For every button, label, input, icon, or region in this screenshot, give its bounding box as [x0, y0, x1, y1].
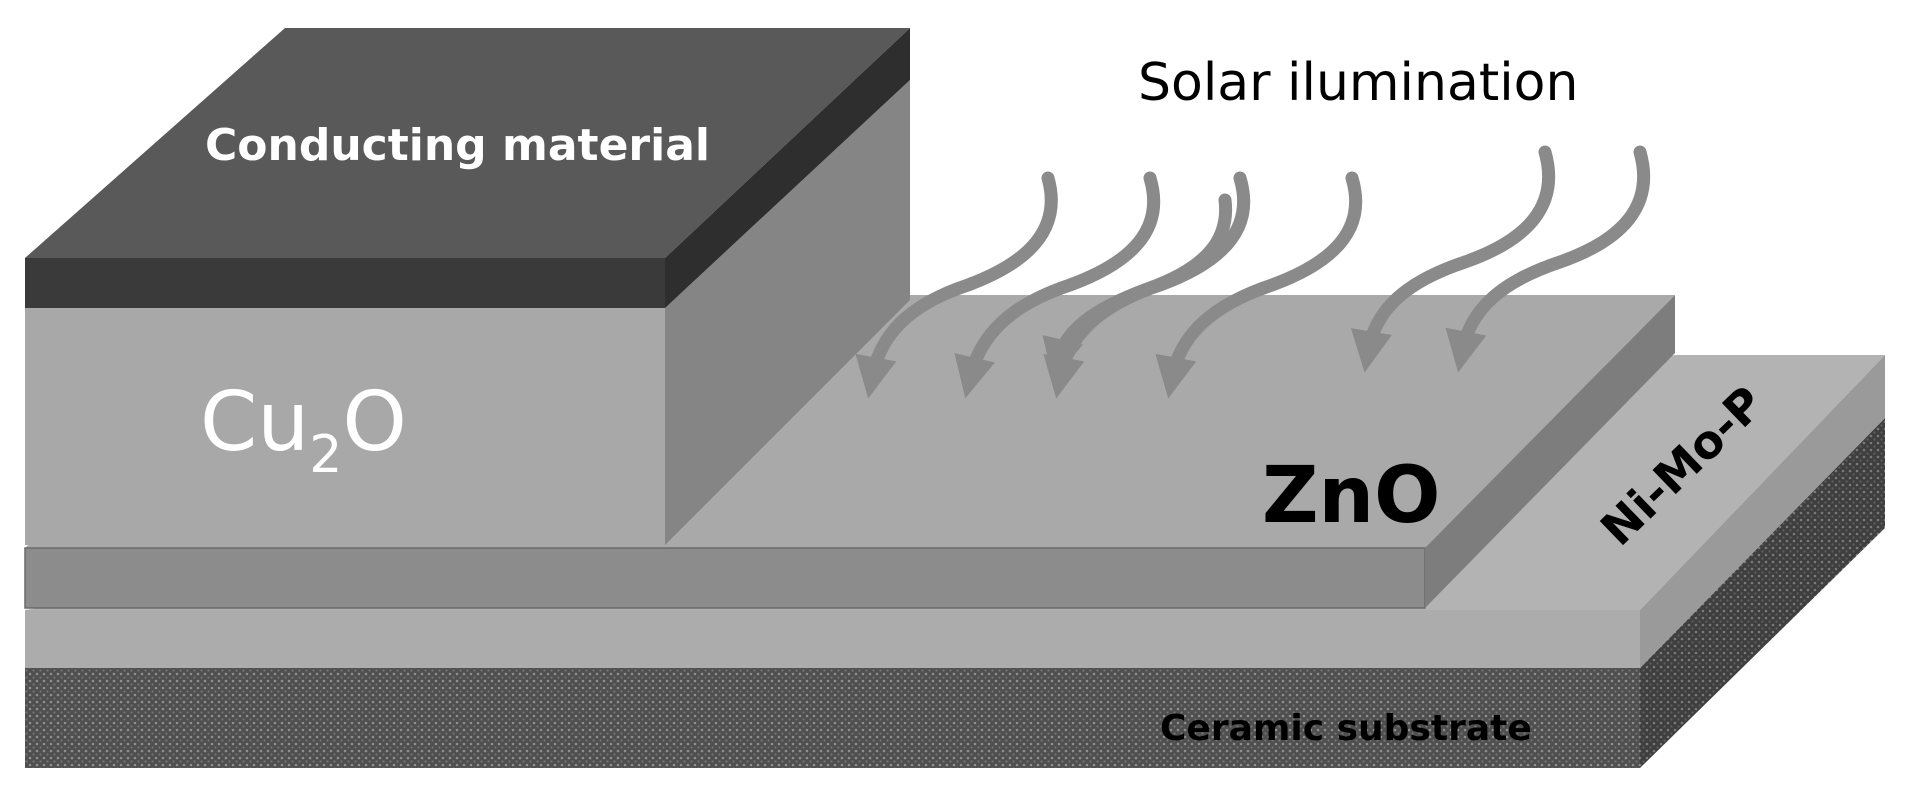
conducting-top-face	[25, 28, 910, 258]
solar-illumination-label: Solar ilumination	[1138, 53, 1578, 113]
cu2o-side-face	[665, 80, 910, 545]
cu2o-label-main: Cu	[200, 375, 309, 470]
solar-arrow-icon	[855, 171, 1058, 399]
conducting-material-label: Conducting material	[205, 120, 710, 171]
solar-arrow-icon	[1155, 171, 1363, 399]
zno-front-face	[24, 547, 1426, 609]
ceramic-substrate-layer	[25, 418, 1885, 768]
nimop-front-face	[25, 610, 1640, 668]
nimop-side-face	[1640, 355, 1885, 668]
ceramic-side-face	[1640, 418, 1885, 768]
cu2o-block	[25, 80, 910, 545]
ceramic-substrate-label: Ceramic substrate	[1160, 708, 1532, 749]
solar-arrow-icon	[1445, 145, 1651, 373]
conducting-material-layer	[25, 28, 910, 308]
cu2o-label-subscript: 2	[309, 425, 342, 485]
solar-arrows-group	[855, 145, 1651, 399]
cu2o-label-tail: O	[342, 375, 407, 470]
zno-label: ZnO	[1262, 451, 1440, 541]
ceramic-front-face	[25, 668, 1640, 768]
zno-side-face	[1425, 295, 1675, 608]
solar-arrow-icon	[1042, 193, 1233, 381]
cu2o-label: Cu2O	[200, 375, 407, 485]
conducting-front-edge	[25, 258, 665, 308]
cu2o-front-face	[25, 308, 665, 545]
solar-arrow-icon	[954, 171, 1161, 399]
solar-arrow-icon	[1350, 145, 1556, 373]
conducting-side-edge	[665, 28, 910, 308]
